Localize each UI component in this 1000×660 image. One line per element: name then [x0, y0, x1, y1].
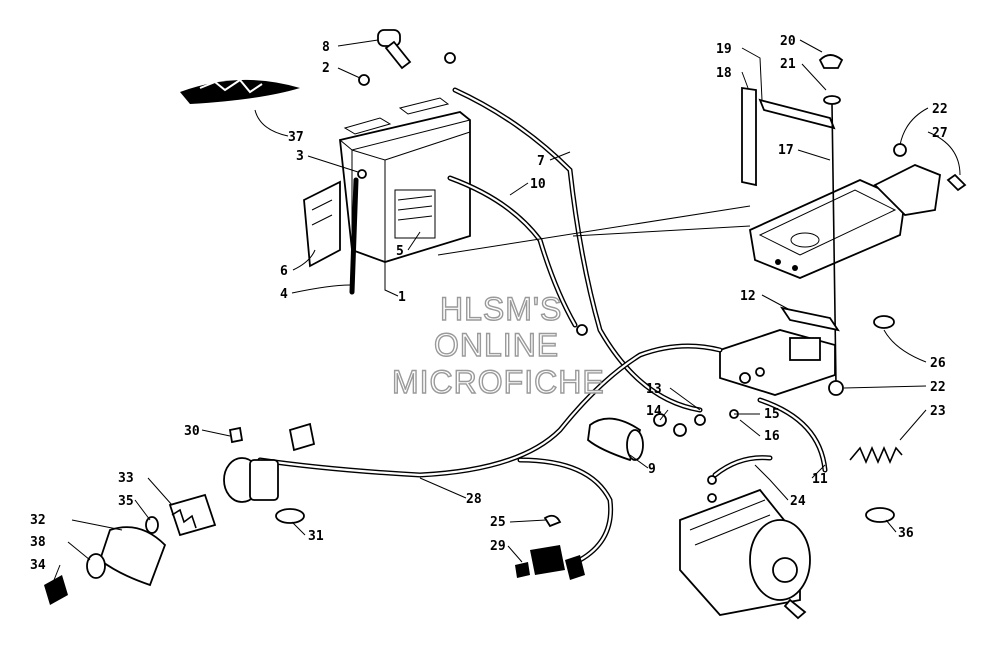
- solenoid: [719, 306, 840, 396]
- callout-32: 32: [30, 513, 46, 528]
- nut-22-top: [893, 143, 907, 157]
- callout-labels: 8 2 37 3 6 4 1 5 7 10 19 18 20 21 17 22 …: [30, 34, 948, 573]
- callout-10: 10: [530, 177, 546, 192]
- callout-5: 5: [396, 244, 404, 259]
- callout-27: 27: [932, 126, 948, 141]
- terminal-cap: [377, 29, 412, 70]
- callout-26: 26: [930, 356, 946, 371]
- decal: [180, 78, 300, 104]
- callout-30: 30: [184, 424, 200, 439]
- bolt-27: [946, 173, 967, 192]
- callout-24: 24: [790, 494, 806, 509]
- callout-11: 11: [812, 472, 828, 487]
- screw-top: [444, 52, 456, 64]
- callout-33: 33: [118, 471, 134, 486]
- clamp-26: [873, 315, 895, 329]
- callout-20: 20: [780, 34, 796, 49]
- switch-body-33: [168, 493, 217, 537]
- nut-22: [828, 380, 844, 396]
- callout-28: 28: [466, 492, 482, 507]
- battery-strap: [303, 180, 341, 268]
- callout-29: 29: [490, 539, 506, 554]
- screw-25: [543, 514, 562, 528]
- switch-29: [515, 545, 585, 580]
- battery-tray: [748, 164, 941, 279]
- callout-21: 21: [780, 57, 796, 72]
- callout-23: 23: [930, 404, 946, 419]
- callout-6: 6: [280, 264, 288, 279]
- callout-14: 14: [646, 404, 662, 419]
- screw-2: [358, 74, 370, 86]
- leader-lines: [51, 39, 961, 586]
- callout-34: 34: [30, 558, 46, 573]
- washer-35: [145, 516, 159, 534]
- clamp-31: [275, 508, 305, 524]
- callout-17: 17: [778, 143, 794, 158]
- screw-30: [228, 426, 244, 444]
- spring-23: [849, 445, 903, 465]
- callout-35: 35: [118, 494, 134, 509]
- callout-12: 12: [740, 289, 756, 304]
- callout-9: 9: [648, 462, 656, 477]
- callout-38: 38: [30, 535, 46, 550]
- callout-31: 31: [308, 529, 324, 544]
- watermark: HLSM'S ONLINE MICROFICHE: [391, 290, 605, 400]
- callout-2: 2: [322, 61, 330, 76]
- starter-motor: [679, 488, 811, 620]
- watermark-line3: MICROFICHE: [392, 364, 605, 400]
- callout-1: 1: [398, 290, 406, 305]
- key-switch: [223, 422, 316, 503]
- callout-19: 19: [716, 42, 732, 57]
- watermark-line1: HLSM'S: [440, 291, 562, 327]
- screw-3: [357, 169, 367, 179]
- callout-36: 36: [898, 526, 914, 541]
- callout-8: 8: [322, 40, 330, 55]
- boot-9: [587, 417, 644, 462]
- callout-7: 7: [537, 154, 545, 169]
- callout-16: 16: [764, 429, 780, 444]
- battery: [339, 97, 471, 263]
- callout-15: 15: [764, 407, 780, 422]
- key-34: [44, 575, 68, 605]
- callout-22: 22: [930, 380, 946, 395]
- callout-18: 18: [716, 66, 732, 81]
- clamp-36: [865, 507, 895, 523]
- callout-37: 37: [288, 130, 304, 145]
- callout-22-top: 22: [932, 102, 948, 117]
- hold-down-bracket: [741, 54, 844, 386]
- vent-tube: [349, 177, 359, 295]
- callout-13: 13: [646, 382, 662, 397]
- nut-38: [86, 553, 106, 579]
- callout-25: 25: [490, 515, 506, 530]
- watermark-line2: ONLINE: [434, 327, 559, 363]
- callout-3: 3: [296, 149, 304, 164]
- bezel-32: [98, 526, 167, 587]
- callout-4: 4: [280, 287, 288, 302]
